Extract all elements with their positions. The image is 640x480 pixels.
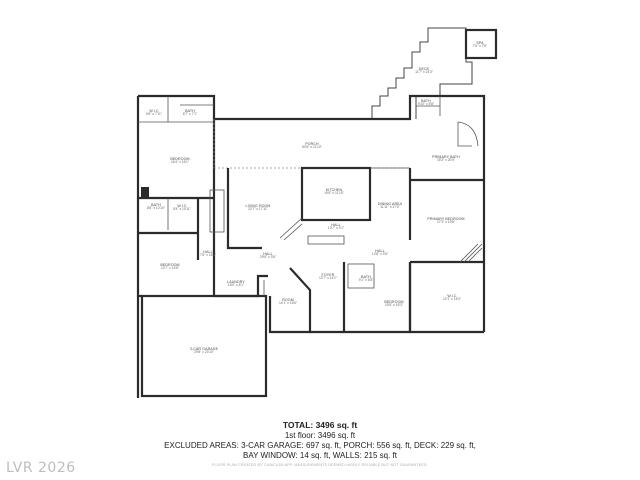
kitchen-outline <box>300 166 372 222</box>
floor-area: 1st floor: 3496 sq. ft <box>284 431 356 440</box>
spa-outline <box>464 28 498 60</box>
total-area: TOTAL: 3496 sq. ft <box>282 420 358 430</box>
disclaimer-text: FLOOR PLAN CREATED BY CUBICASA APP. MEAS… <box>212 463 428 467</box>
excluded-areas-continued: BAY WINDOW: 14 sq. ft, WALLS: 215 sq. ft <box>243 451 397 460</box>
garage-outline <box>140 294 268 398</box>
area-summary: TOTAL: 3496 sq. ft 1st floor: 3496 sq. f… <box>0 420 640 461</box>
excluded-areas: EXCLUDED AREAS: 3-CAR GARAGE: 697 sq. ft… <box>164 441 476 450</box>
deck-outline <box>371 27 498 119</box>
house-walls <box>136 94 486 398</box>
fireplace-block <box>141 187 149 197</box>
watermark-brand: LVR 2026 <box>6 460 76 476</box>
